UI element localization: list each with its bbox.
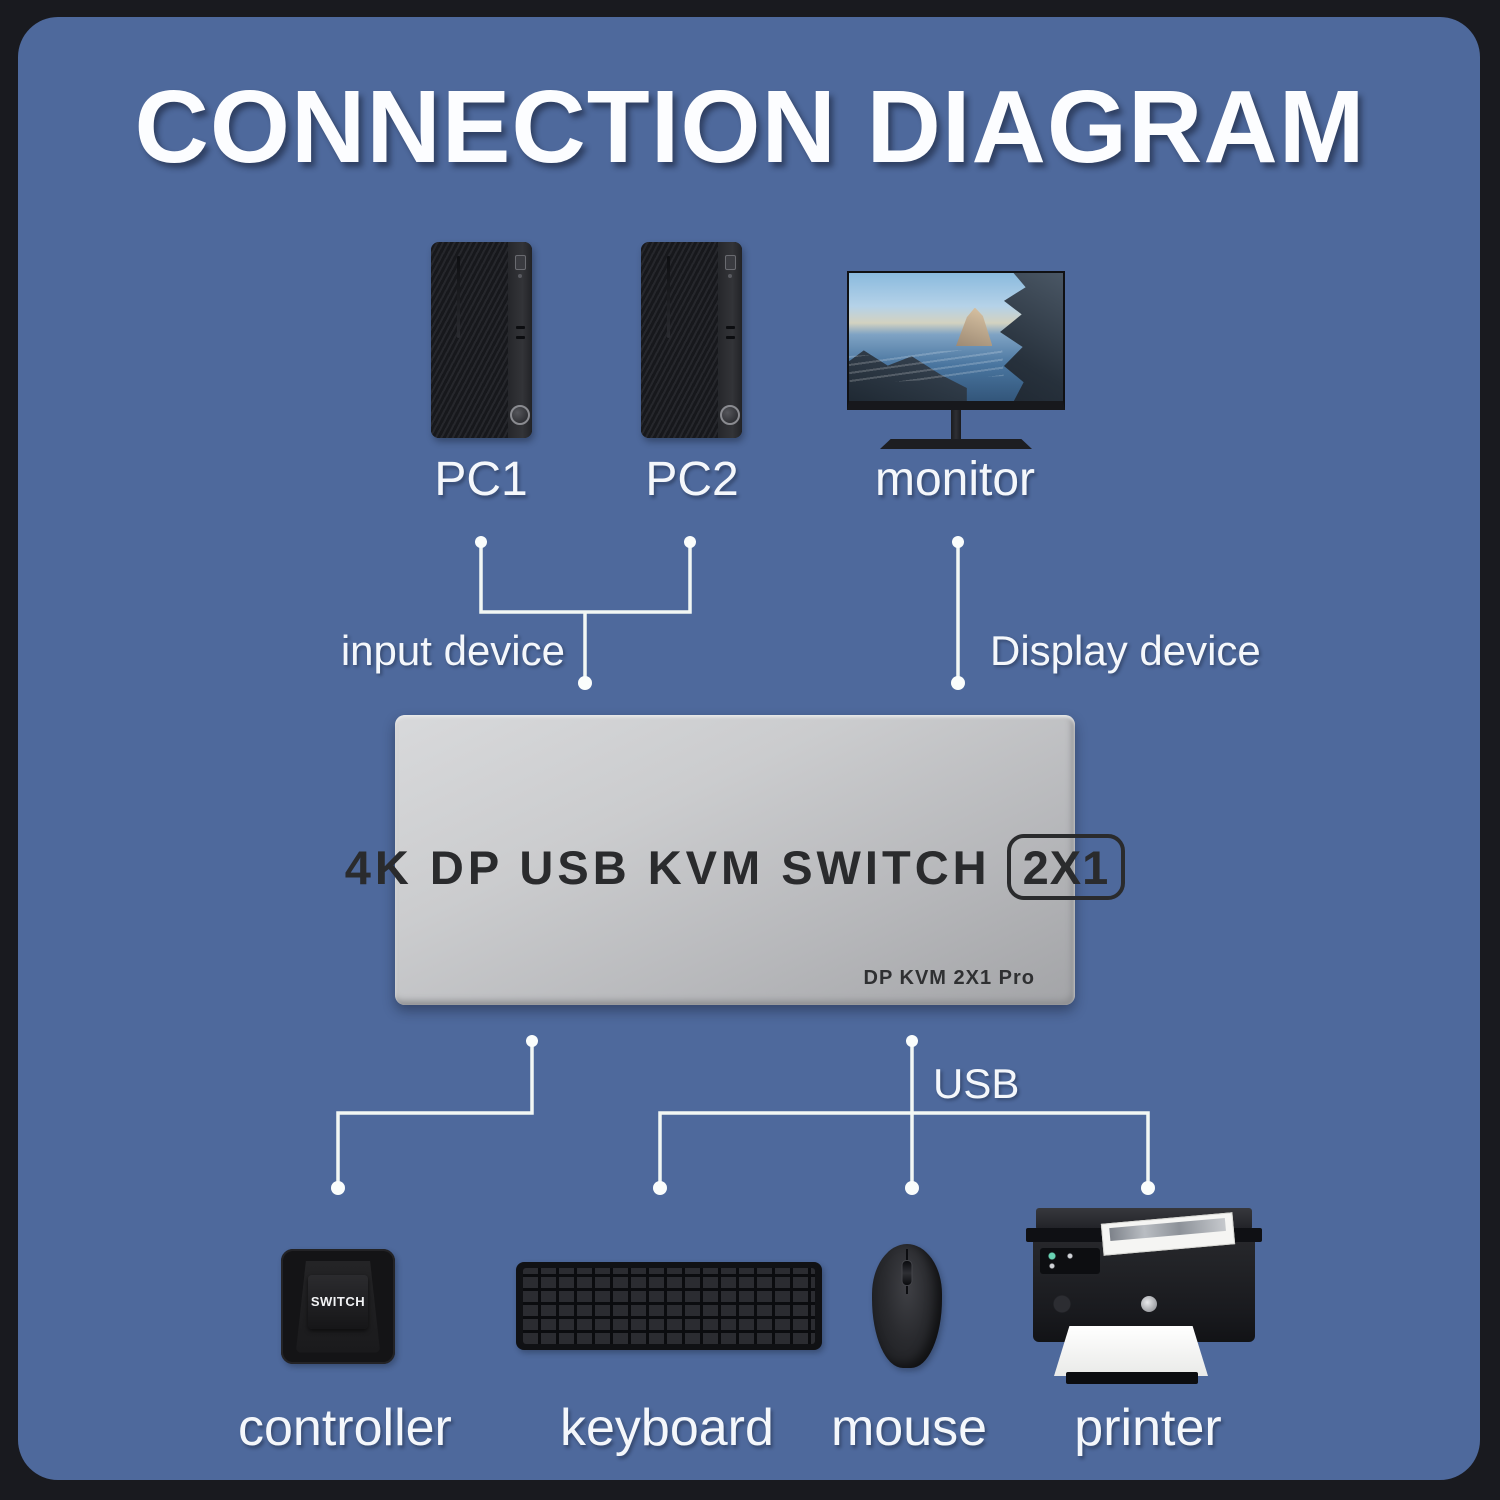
input-device-label: input device	[340, 627, 565, 674]
monitor-label: monitor	[874, 453, 1036, 506]
kvm-name-label: 4K DP USB KVM SWITCH	[344, 840, 991, 894]
mouse-icon	[872, 1244, 942, 1368]
kvm-ports-badge: 2X1	[1006, 834, 1126, 900]
display-device-label: Display device	[990, 627, 1261, 674]
printer-brand-logo-icon	[1140, 1296, 1157, 1312]
monitor-wallpaper-searock	[956, 307, 993, 346]
pc-front-groove	[667, 255, 671, 339]
pc-power-button	[514, 255, 526, 270]
printer-control-panel	[1040, 1248, 1100, 1274]
keyboard-icon	[516, 1262, 822, 1350]
pc2-label: PC2	[645, 453, 739, 506]
page-title: CONNECTION DIAGRAM	[134, 69, 1366, 184]
mouse-label: mouse	[830, 1399, 988, 1457]
printer-label: printer	[1074, 1399, 1222, 1457]
pc-power-button	[724, 255, 736, 270]
controller-icon: SWITCH	[281, 1249, 395, 1364]
pc-usb-slot	[725, 336, 735, 339]
pc-usb-slot	[515, 336, 525, 339]
usb-label: USB	[933, 1060, 1020, 1107]
printer-tray-lip	[1066, 1372, 1198, 1384]
pc-usb-slot	[515, 326, 525, 329]
pc1-tower-icon	[431, 242, 532, 438]
kvm-model-label: DP KVM 2X1 Pro	[863, 967, 1035, 989]
printer-paper-tray-paper	[1054, 1326, 1208, 1376]
pc-usb-slot	[725, 326, 735, 329]
pc1-label: PC1	[434, 453, 528, 506]
monitor-stand-neck	[951, 410, 961, 440]
keyboard-keys	[523, 1268, 815, 1344]
kvm-switch-device: 4K DP USB KVM SWITCH 2X1 DP KVM 2X1 Pro	[345, 715, 1126, 1005]
monitor-wallpaper-waves	[849, 348, 1004, 385]
controller-button-label: SWITCH	[310, 1294, 366, 1310]
printer-icon	[1026, 1208, 1262, 1384]
pc2-tower-icon	[641, 242, 742, 438]
monitor-stand-base	[880, 439, 1032, 449]
pc-brand-logo-icon	[510, 405, 530, 425]
kvm-faceplate-text: 4K DP USB KVM SWITCH 2X1	[345, 722, 1126, 1012]
keyboard-label: keyboard	[560, 1399, 774, 1457]
monitor-screen	[847, 271, 1065, 410]
controller-label: controller	[238, 1399, 452, 1457]
printed-page-image	[1109, 1217, 1226, 1242]
pc-led	[518, 274, 522, 278]
pc-side-strip	[718, 242, 742, 438]
controller-switch-button: SWITCH	[308, 1274, 368, 1329]
pc-front-groove	[457, 255, 461, 339]
monitor-icon	[847, 271, 1065, 449]
pc-side-strip	[508, 242, 532, 438]
pc-brand-logo-icon	[720, 405, 740, 425]
mouse-scroll-wheel	[901, 1260, 913, 1287]
pc-led	[728, 274, 732, 278]
